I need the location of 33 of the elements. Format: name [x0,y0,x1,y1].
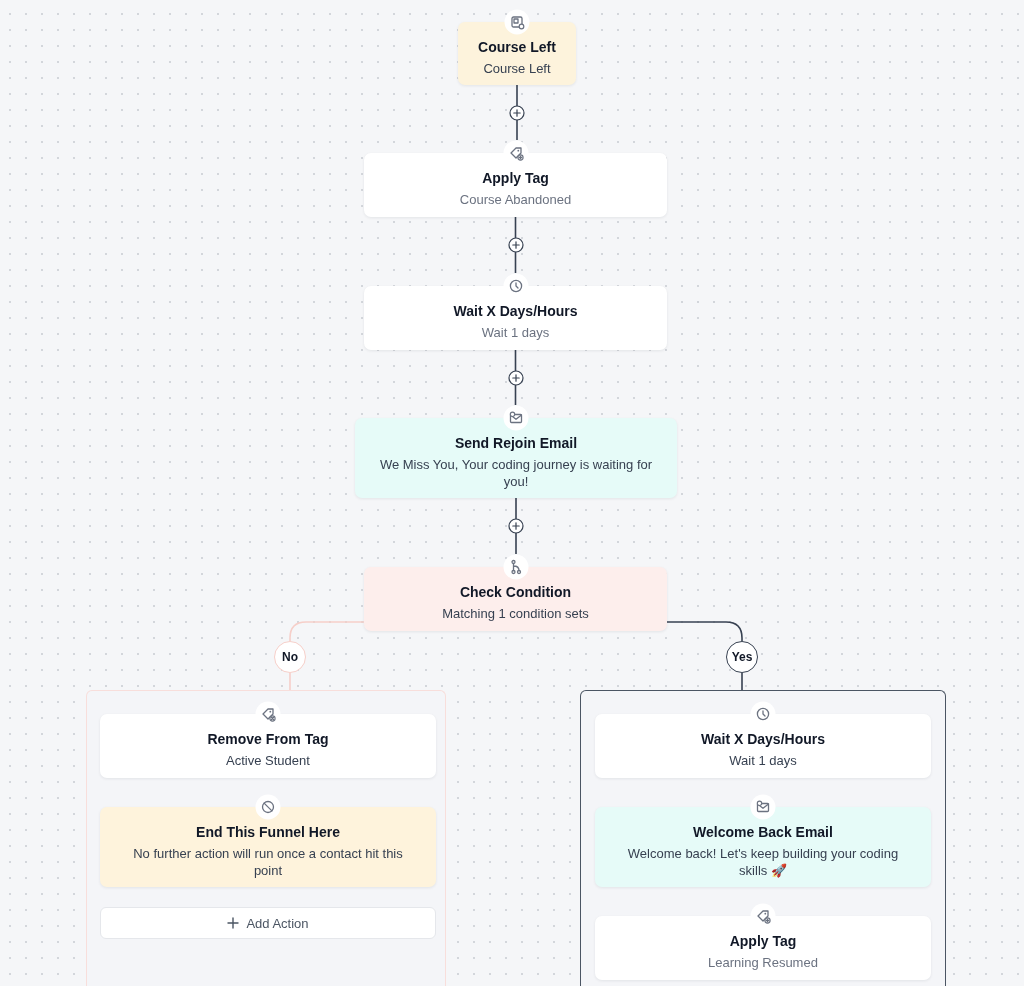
connector-line [289,621,365,642]
branch-circle: Yes [726,641,758,673]
card-title: Remove From Tag [207,730,329,748]
card-title: Apply Tag [482,169,549,187]
card-subtitle: Course Abandoned [459,191,572,208]
connector-line [741,672,743,691]
connector-line [515,497,517,555]
card-subtitle: We Miss You, Your coding journey is waiting for you! [379,456,653,490]
branch-panel [580,690,946,986]
card-subtitle: Matching 1 condition sets [442,605,589,622]
add-action-button: Add Action [100,907,436,939]
connector-line [289,672,291,691]
branch-circle: No [274,641,306,673]
card-title: End This Funnel Here [196,823,340,841]
connector-line [516,84,518,141]
card-subtitle: Wait 1 days [481,324,550,341]
card-title: Welcome Back Email [693,823,833,841]
card-title: Apply Tag [729,932,797,950]
card-subtitle: No further action will run once a contact hit this point [132,845,404,879]
card-subtitle: Course Left [483,60,551,77]
card-title: Check Condition [459,583,572,601]
card-title: Wait X Days/Hours [453,302,578,320]
card-subtitle: Learning Resumed [708,954,818,971]
card-subtitle: Active Student [226,752,310,769]
connector-line [514,349,517,406]
card-subtitle: Welcome back! Let's keep building your coding skills 🚀 [626,845,900,879]
connector-line [666,621,743,642]
card-subtitle: Wait 1 days [729,752,797,769]
card-title: Course Left [478,38,556,56]
connector-line [514,216,517,274]
card-title: Send Rejoin Email [454,434,578,452]
card-title: Wait X Days/Hours [701,730,825,748]
branch-panel [86,690,446,986]
